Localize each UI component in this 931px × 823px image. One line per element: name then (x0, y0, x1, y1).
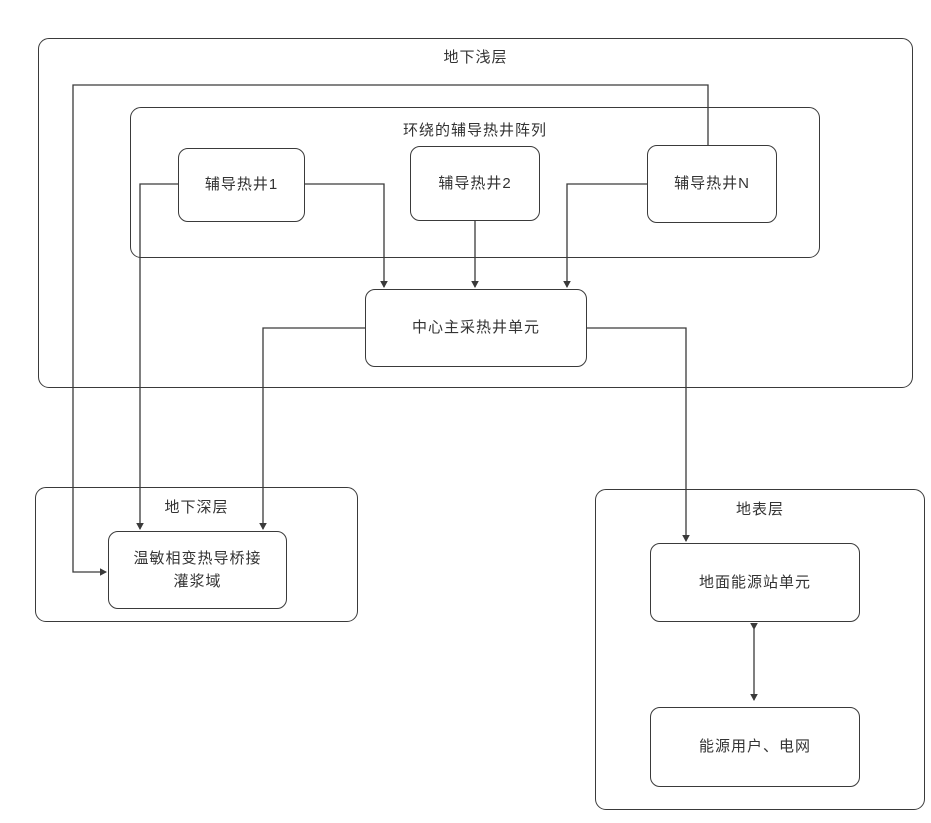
node-grouting-zone: 温敏相变热导桥接灌浆域 (108, 531, 287, 609)
node-energy-users-grid: 能源用户、电网 (650, 707, 860, 787)
layer-surface: 地表层 (595, 489, 925, 810)
node-aux-well-1-label: 辅导热井1 (204, 176, 279, 194)
node-aux-well-n: 辅导热井N (647, 145, 777, 223)
node-grouting-zone-label: 温敏相变热导桥接灌浆域 (133, 549, 262, 590)
node-central-main-well-label: 中心主采热井单元 (411, 319, 540, 337)
node-ground-energy-station: 地面能源站单元 (650, 543, 860, 622)
layer-surface-label: 地表层 (735, 501, 784, 518)
node-ground-energy-station-label: 地面能源站单元 (698, 573, 811, 591)
layer-underground-shallow-label: 地下浅层 (443, 49, 508, 66)
node-aux-well-n-label: 辅导热井N (674, 175, 750, 193)
layer-well-array-label: 环绕的辅导热井阵列 (402, 122, 547, 139)
node-aux-well-2: 辅导热井2 (410, 146, 540, 221)
node-energy-users-grid-label: 能源用户、电网 (698, 738, 811, 756)
node-central-main-well: 中心主采热井单元 (365, 289, 587, 367)
layer-underground-deep-label: 地下深层 (164, 499, 229, 516)
node-aux-well-1: 辅导热井1 (178, 148, 305, 222)
node-aux-well-2-label: 辅导热井2 (438, 174, 512, 192)
